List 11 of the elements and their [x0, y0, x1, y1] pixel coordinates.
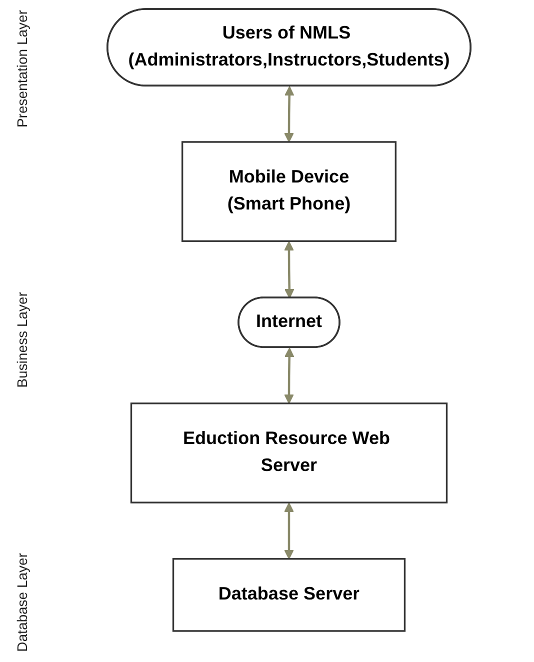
node-box	[181, 141, 397, 242]
layer-label: Business Layer	[14, 292, 30, 388]
node-box	[130, 402, 448, 504]
arrow	[284, 502, 294, 560]
arrow	[284, 348, 294, 404]
architecture-diagram: Users of NMLS (Administrators,Instructors,Students) Mobile Device (Smart Phone) Internet Eduction Resource Web Server Database Server	[44, 0, 534, 640]
layer-label: Database Layer	[14, 553, 30, 652]
layer-label: Presentation Layer	[14, 10, 30, 128]
arrow	[284, 241, 294, 298]
node-box	[172, 558, 406, 632]
arrow	[284, 86, 294, 142]
